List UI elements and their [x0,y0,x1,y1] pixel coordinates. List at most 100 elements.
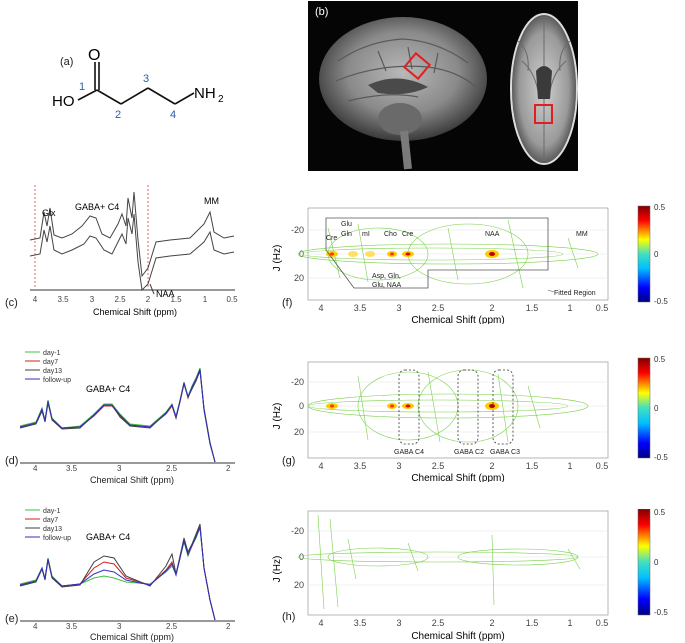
f-xlabel: Chemical Shift (ppm) [411,315,504,324]
g-cbar-top: 0.5 [654,356,666,364]
h-cbar-top: 0.5 [654,509,666,517]
d-legend-follow-up: follow-up [43,377,71,384]
c-tick-0-5: 0.5 [226,295,238,304]
carbon-number-2: 2 [115,109,121,121]
peak-label-naa: NAA [156,289,175,299]
h-ytick-20: 20 [294,580,304,590]
f-label-asp-1: Asp, Gln, [372,273,401,280]
f-label-fitted-region: Fitted Region [554,290,596,297]
d-xlabel: Chemical Shift (ppm) [90,475,175,485]
f-label-mm: MM [576,231,588,238]
peak-label-glx: Glx [42,208,56,218]
c-xlabel: Chemical Shift (ppm) [93,307,177,317]
d-tick-3-5: 3.5 [66,464,78,473]
g-colorbar [637,357,651,459]
f-cbar-mid: 0 [654,250,659,259]
panel-label-e: (e) [5,613,19,625]
c-tick-2: 2 [146,295,151,304]
c-tick-3: 3 [90,295,95,304]
g-xtick-2: 2 [489,461,494,471]
f-xtick-3: 3 [396,303,401,313]
f-xtick-1-5: 1.5 [526,303,539,313]
e-xlabel: Chemical Shift (ppm) [90,632,175,642]
f-ylabel: J (Hz) [272,245,283,272]
g-box-gaba-c2 [457,369,479,445]
e-tick-3: 3 [117,622,122,631]
panel-f-2d-spectrum: J (Hz) -20 0 20 Cre Glu [272,203,668,324]
amine-label: NH [194,85,216,102]
h-xtick-1-5: 1.5 [526,618,539,628]
carbon-number-4: 4 [170,109,176,121]
panel-d-axis: 4 3.5 3 2.5 2 Chemical Shift (ppm) [0,464,250,488]
e-tick-3-5: 3.5 [66,622,78,631]
f-label-cre-2: Cre [402,231,413,238]
g-ytick-0: 0 [299,401,304,411]
h-cbar-mid: 0 [654,558,659,567]
sagittal-roi-box [402,51,432,81]
panel-h-2d-spectrum: J (Hz) -20 0 20 4 3.5 3 2.5 2 1.5 1 0.5 … [272,509,668,642]
g-xlabel: Chemical Shift (ppm) [411,473,504,482]
g-cbar-bottom: -0.5 [654,453,668,462]
f-xtick-2-5: 2.5 [432,303,445,313]
h-xtick-3: 3 [396,618,401,628]
panel-label-d: (d) [5,455,19,467]
g-xtick-2-5: 2.5 [432,461,445,471]
f-xtick-1: 1 [567,303,572,313]
peak-label-mm: MM [204,196,219,206]
panel-label-f: (f) [282,297,293,309]
g-xtick-3: 3 [396,461,401,471]
f-ytick-20: 20 [294,273,304,283]
panel-d-spectra: day-1 day7 day13 follow-up GABA+ C4 [19,350,235,464]
e-legend-day13: day13 [43,526,62,533]
d-tick-2-5: 2.5 [166,464,178,473]
panel-label-g: (g) [282,455,296,467]
h-xtick-4: 4 [318,618,323,628]
f-xtick-0-5: 0.5 [596,303,609,313]
g-xtick-4: 4 [318,461,323,471]
f-ytick-0: 0 [299,249,304,259]
d-tick-2: 2 [226,464,231,473]
carbon-number-3: 3 [143,73,149,85]
panel-label-b: (b) [315,6,329,18]
g-xtick-3-5: 3.5 [354,461,367,471]
g-xtick-1-5: 1.5 [526,461,539,471]
h-xlabel: Chemical Shift (ppm) [411,631,504,642]
axial-roi-box [534,104,553,124]
panel-label-h: (h) [282,611,296,623]
d-tick-3: 3 [117,464,122,473]
f-xtick-4: 4 [318,303,323,313]
g-label-gaba-c3: GABA C3 [490,449,520,456]
amine-subscript: 2 [218,94,224,105]
f-label-cho: Cho [384,231,397,238]
h-xtick-2-5: 2.5 [432,618,445,628]
f-fitted-region [325,217,549,289]
h-ytick-0: 0 [299,552,304,562]
h-xtick-1: 1 [567,618,572,628]
e-legend: day-1 day7 day13 follow-up [25,508,71,542]
gaba-molecule: O HO NH 2 1 2 3 4 [52,47,224,121]
h-cbar-bottom: -0.5 [654,608,668,617]
f-colorbar [637,205,651,303]
e-peak-label: GABA+ C4 [86,532,130,542]
f-ytick-neg20: -20 [291,225,304,235]
c-tick-4: 4 [33,295,38,304]
e-legend-day7: day7 [43,517,58,524]
carbon-number-1: 1 [79,81,85,93]
mri-images [308,1,578,171]
f-label-gln: Gln [341,231,352,238]
f-label-glu: Glu [341,221,352,228]
f-cbar-top: 0.5 [654,203,666,212]
f-label-cre: Cre [326,235,337,242]
h-xtick-2: 2 [489,618,494,628]
g-label-gaba-c4: GABA C4 [394,449,424,456]
e-tick-4: 4 [33,622,38,631]
h-xtick-0-5: 0.5 [596,618,609,628]
g-ytick-20: 20 [294,427,304,437]
g-box-gaba-c4 [398,369,420,445]
h-colorbar [637,509,651,616]
f-xtick-3-5: 3.5 [354,303,367,313]
f-peaks [326,250,499,258]
h-xtick-3-5: 3.5 [354,618,367,628]
peak-label-gaba: GABA+ C4 [75,202,119,212]
h-ytick-neg20: -20 [291,526,304,536]
